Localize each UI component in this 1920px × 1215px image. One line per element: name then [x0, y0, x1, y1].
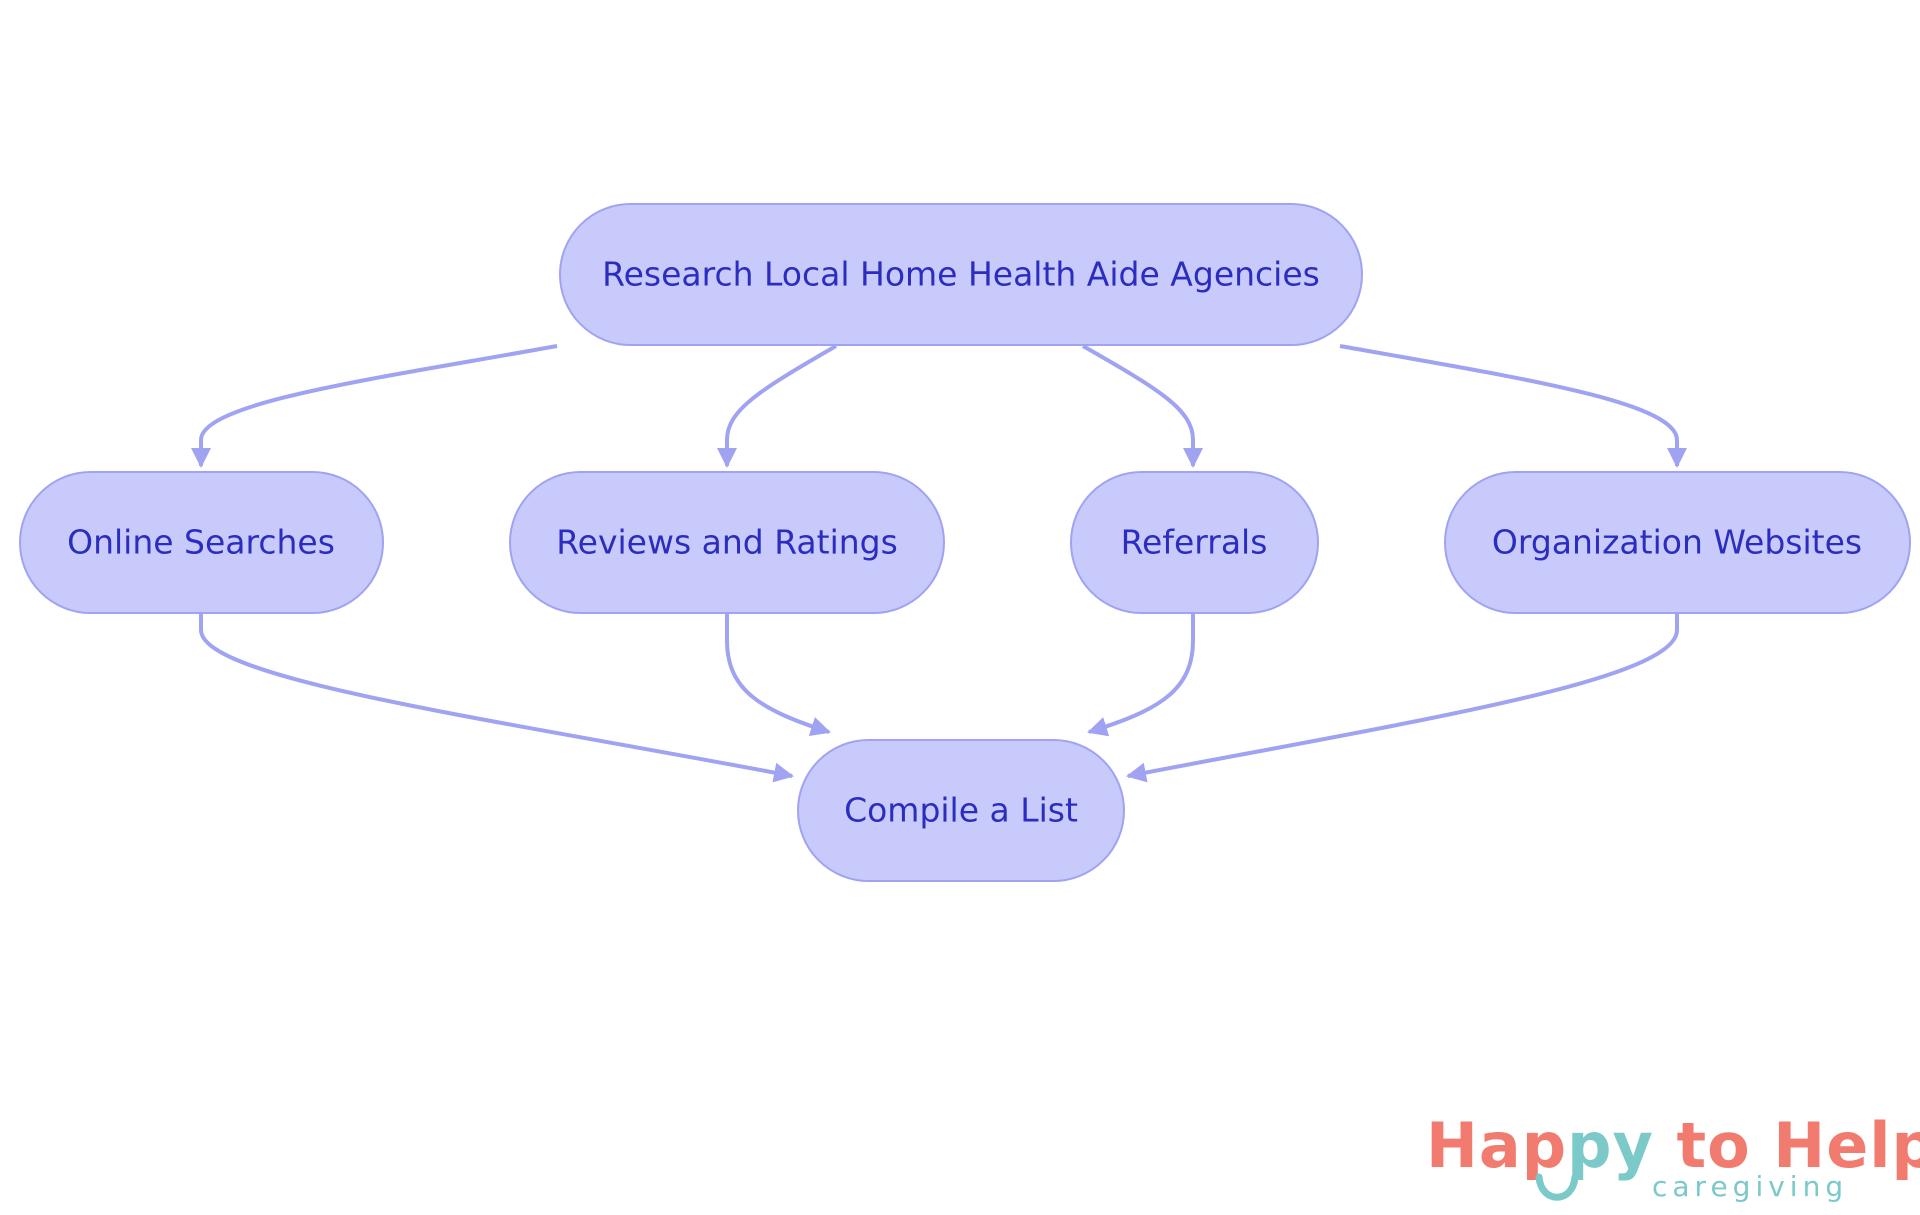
edge-root-to-organization-websites: [1339, 344, 1687, 468]
logo-word-part1: Hap: [1426, 1109, 1567, 1182]
node-online-searches: Online Searches: [19, 471, 384, 614]
edge-root-to-referrals: [1082, 344, 1203, 468]
node-organization-websites: Organization Websites: [1444, 471, 1911, 614]
logo-smile-icon: [1535, 1173, 1579, 1201]
edge-online-searches-to-compile: [199, 613, 794, 783]
edge-root-to-reviews-and-ratings: [717, 344, 838, 468]
edge-root-to-online-searches: [191, 344, 558, 468]
edge-organization-websites-to-compile: [1126, 613, 1679, 783]
node-label: Reviews and Ratings: [556, 523, 898, 562]
logo-word-part2: py: [1567, 1109, 1654, 1182]
node-research-local-agencies: Research Local Home Health Aide Agencies: [559, 203, 1363, 346]
node-reviews-and-ratings: Reviews and Ratings: [509, 471, 945, 614]
node-label: Compile a List: [844, 791, 1078, 830]
logo-tagline: caregiving: [1652, 1170, 1848, 1203]
logo-word-part3: to Help: [1654, 1109, 1920, 1182]
edge-reviews-and-ratings-to-compile: [725, 613, 831, 737]
brand-logo: Happy to Help caregiving: [1426, 1109, 1920, 1203]
node-compile-a-list: Compile a List: [797, 739, 1125, 882]
edges: [191, 344, 1687, 783]
node-label: Online Searches: [67, 523, 335, 562]
node-label: Research Local Home Health Aide Agencies: [602, 255, 1320, 294]
node-referrals: Referrals: [1070, 471, 1319, 614]
node-label: Organization Websites: [1492, 523, 1862, 562]
node-label: Referrals: [1121, 523, 1268, 562]
edge-referrals-to-compile: [1087, 613, 1195, 737]
logo-wordmark: Happy to Help: [1426, 1109, 1920, 1182]
